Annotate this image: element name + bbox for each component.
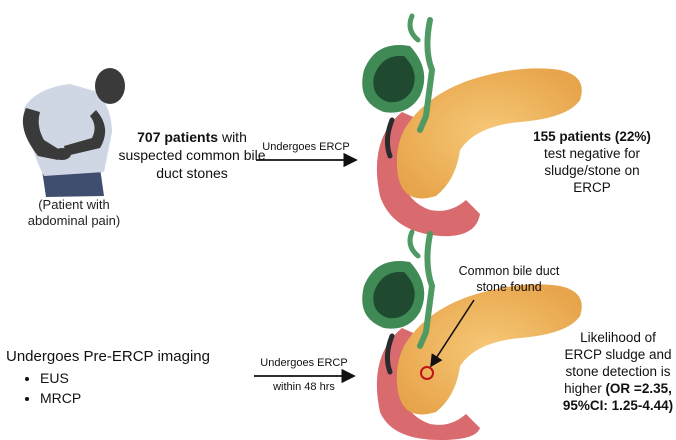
patient-with-abdominal-pain-icon <box>22 68 125 197</box>
pre-imaging-item-mrcp: MRCP <box>40 388 210 408</box>
pre-imaging-item-eus: EUS <box>40 368 210 388</box>
ercp-arrow-label-bottom-2: within 48 hrs <box>273 381 335 393</box>
stone-marker-icon <box>420 366 434 380</box>
patient-count-bold: 707 patients <box>137 129 219 145</box>
negative-result-text: 155 patients (22%) test negative for slu… <box>528 128 656 196</box>
biliary-pancreas-illustration-top <box>362 13 582 237</box>
pre-imaging-title: Undergoes Pre-ERCP imaging <box>6 348 210 365</box>
pre-ercp-imaging-block: Undergoes Pre-ERCP imaging EUS MRCP <box>6 347 210 408</box>
stone-pointer-arrow <box>430 299 475 368</box>
ercp-arrow-label-top: Undergoes ERCP <box>262 141 350 153</box>
stone-found-label: Common bile duct stone found <box>458 264 560 294</box>
ercp-arrow-label-bottom-1: Undergoes ERCP <box>260 357 348 369</box>
patient-caption: (Patient with abdominal pain) <box>27 197 121 228</box>
likelihood-text: Likelihood of ERCP sludge and stone dete… <box>560 329 676 414</box>
negative-result-bold: 155 patients (22%) <box>533 129 651 144</box>
pre-imaging-list: EUS MRCP <box>6 368 210 408</box>
likelihood-bold: (OR =2.35, 95%CI: 1.25-4.44) <box>562 381 674 413</box>
negative-result-rest: test negative for sludge/stone on ERCP <box>543 146 641 195</box>
patient-count-text: 707 patients with suspected common bile … <box>112 128 272 182</box>
likelihood-rest: Likelihood of ERCP sludge and stone dete… <box>564 330 672 396</box>
patient-count-rest: with suspected common bile duct stones <box>118 129 266 181</box>
biliary-pancreas-illustration-bottom <box>362 229 582 440</box>
